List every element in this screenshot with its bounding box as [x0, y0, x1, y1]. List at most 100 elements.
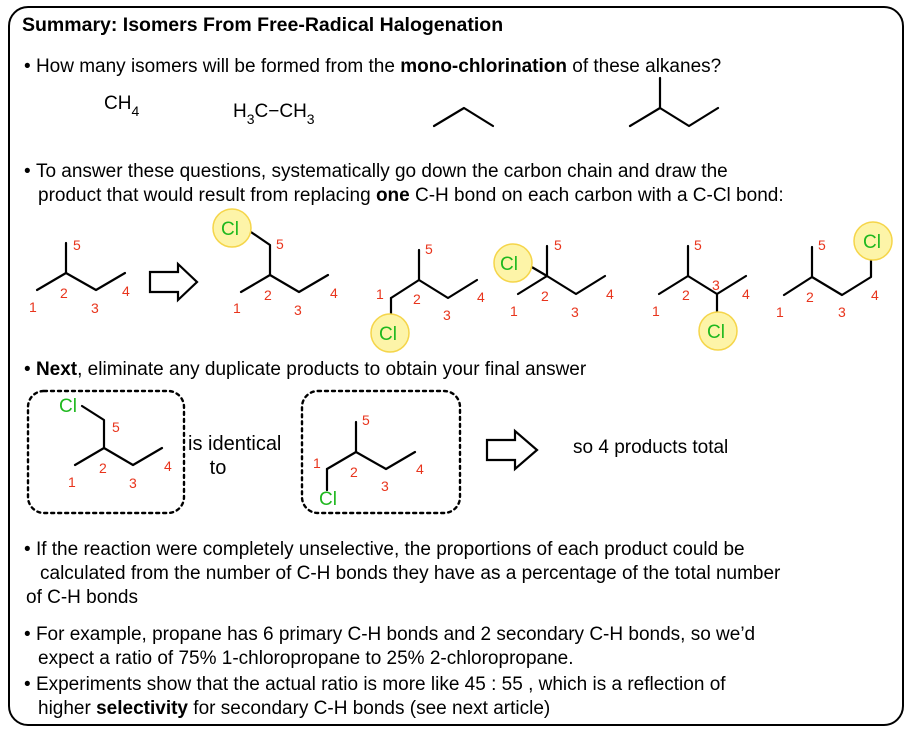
propane-skeleton [432, 106, 495, 128]
next-rest: , eliminate any duplicate products to ob… [77, 359, 587, 380]
box-left-skeleton [73, 446, 164, 467]
carbon-number: 3 [129, 475, 137, 491]
carbon-number: 5 [694, 237, 702, 253]
highlight-circle [698, 311, 738, 351]
paragraph-5-line2: higher selectivity for secondary C-H bon… [38, 697, 550, 720]
carbon-number: 2 [99, 460, 107, 476]
question-2-line2-bold: one [375, 185, 410, 206]
products-total: so 4 products total [573, 437, 729, 458]
carbon-number: 1 [313, 455, 321, 471]
paragraph-5-line2-post: for secondary C-H bonds (see next articl… [188, 698, 551, 719]
carbon-number: 1 [510, 303, 518, 319]
chlorine-label: Cl [500, 254, 518, 275]
product-a-skeleton [239, 273, 330, 294]
chlorine-label: Cl [863, 232, 881, 253]
page-title: Summary: Isomers From Free-Radical Halog… [22, 14, 504, 36]
product-d-skeleton [657, 274, 748, 296]
carbon-number: 3 [712, 277, 720, 293]
paragraph-3-line3: of C-H bonds [26, 587, 138, 608]
paragraph-5-line1: • Experiments show that the actual ratio… [24, 674, 726, 695]
question-1: • How many isomers will be formed from t… [24, 56, 722, 77]
duplicate-box-right [300, 389, 462, 515]
next-step: • Next, eliminate any duplicate products… [24, 359, 587, 380]
carbon-number: 4 [477, 289, 485, 305]
product-a-branch [246, 228, 272, 277]
chlorine-label: Cl [221, 219, 239, 240]
chlorine-label: Cl [59, 396, 77, 417]
carbon-number: 3 [294, 302, 302, 318]
box-right-skeleton [325, 450, 417, 471]
paragraph-3-line2: calculated from the number of C-H bonds … [40, 563, 781, 584]
carbon-number: 3 [443, 307, 451, 323]
carbon-number: 5 [362, 412, 370, 428]
chlorine-label: Cl [319, 489, 337, 510]
ethane-formula: H3C−CH3 [233, 101, 315, 127]
carbon-number: 2 [682, 287, 690, 303]
carbon-number: 5 [276, 236, 284, 252]
question-1-post: of these alkanes? [566, 56, 722, 77]
carbon-number: 4 [871, 287, 879, 303]
carbon-number: 5 [818, 237, 826, 253]
product-b-skeleton [389, 278, 479, 300]
carbon-number: 4 [416, 461, 424, 477]
question-2-line2: product that would result from replacing… [38, 184, 784, 207]
carbon-number: 5 [73, 237, 81, 253]
carbon-number: 4 [164, 458, 172, 474]
carbon-number: 4 [122, 283, 130, 299]
reference-skeleton [35, 271, 127, 292]
chlorine-label: Cl [707, 322, 725, 343]
carbon-number: 3 [91, 300, 99, 316]
carbon-number: 2 [541, 288, 549, 304]
question-1-pre: How many isomers will be formed from the [35, 56, 401, 77]
highlight-circle [212, 208, 252, 248]
carbon-number: 1 [233, 300, 241, 316]
paragraph-3-line1: • If the reaction were completely unsele… [24, 539, 745, 560]
box-left-branch [80, 404, 106, 450]
carbon-number: 3 [381, 478, 389, 494]
question-1-bold: mono-chlorination [400, 56, 567, 77]
highlight-circle [370, 313, 410, 353]
carbon-number: 1 [776, 304, 784, 320]
identical-line2: to [209, 457, 227, 479]
highlight-circle [493, 243, 533, 283]
paragraph-5-line1-text: Experiments show that the actual ratio i… [35, 674, 726, 695]
product-c-cl-bond [528, 264, 549, 278]
carbon-number: 1 [68, 474, 76, 490]
carbon-number: 1 [652, 303, 660, 319]
chlorine-label: Cl [379, 324, 397, 345]
paragraph-4-line2: expect a ratio of 75% 1-chloropropane to… [38, 648, 574, 669]
paragraph-5-line2-pre: higher [38, 698, 97, 719]
next-bold: Next [35, 359, 78, 380]
carbon-number: 4 [330, 285, 338, 301]
carbon-number: 2 [60, 285, 68, 301]
carbon-number: 5 [554, 237, 562, 253]
question-2-line1-text: To answer these questions, systematicall… [35, 161, 728, 182]
carbon-number: 1 [29, 299, 37, 315]
methylbutane-skeleton [628, 106, 720, 128]
carbon-number: 1 [376, 286, 384, 302]
product-c-skeleton [516, 274, 607, 296]
summary-frame [8, 6, 904, 726]
arrow-right-icon [485, 428, 539, 472]
question-2-line2-post: C-H bond on each carbon with a C-Cl bond… [409, 185, 784, 206]
question-2-line1: • To answer these questions, systematica… [24, 161, 728, 182]
methane-formula: CH4 [104, 93, 139, 119]
duplicate-box-left [26, 389, 186, 515]
carbon-number: 2 [350, 464, 358, 480]
carbon-number: 2 [413, 291, 421, 307]
carbon-number: 5 [112, 419, 120, 435]
highlight-circle [853, 221, 893, 261]
paragraph-3-line1-text: If the reaction were completely unselect… [35, 539, 745, 560]
product-e-skeleton [782, 253, 873, 297]
paragraph-4-line1-text: For example, propane has 6 primary C-H b… [35, 624, 756, 645]
carbon-number: 3 [571, 304, 579, 320]
carbon-number: 5 [425, 241, 433, 257]
identical-line1: is identical [188, 433, 282, 455]
carbon-number: 3 [838, 304, 846, 320]
paragraph-4-line1: • For example, propane has 6 primary C-H… [24, 624, 756, 645]
carbon-number: 4 [742, 286, 750, 302]
question-2-line2-pre: product that would result from replacing [38, 185, 376, 206]
carbon-number: 4 [606, 286, 614, 302]
paragraph-5-line2-bold: selectivity [96, 698, 189, 719]
